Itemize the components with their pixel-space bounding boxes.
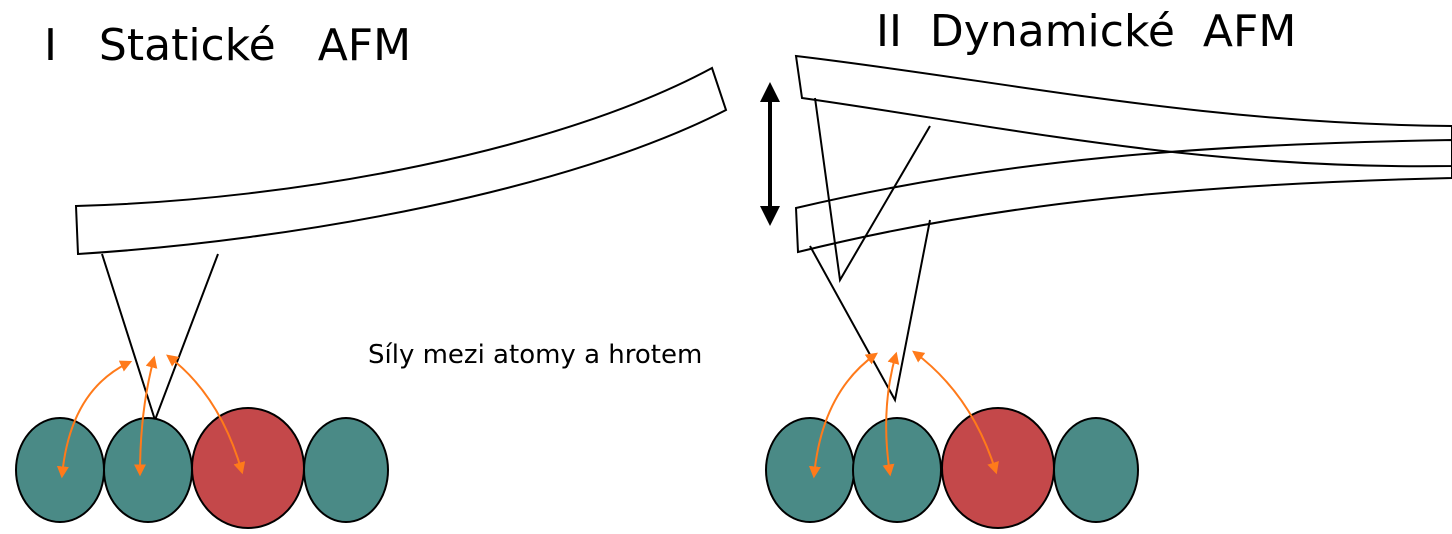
force-arrows-static xyxy=(56,354,246,479)
atom-teal-3 xyxy=(303,417,389,523)
tip-dynamic-upper xyxy=(814,97,931,284)
atom-teal-6 xyxy=(1053,417,1139,523)
atom-teal-4 xyxy=(765,417,855,523)
atom-red-2 xyxy=(941,407,1055,529)
dynamic-afm-group xyxy=(765,54,1452,529)
atom-teal-5 xyxy=(852,417,942,523)
atom-teal-2 xyxy=(103,417,193,523)
static-afm-group xyxy=(15,66,728,529)
cantilever-static xyxy=(74,66,728,256)
force-arrow xyxy=(808,352,878,479)
force-arrow xyxy=(134,355,158,477)
force-arrow xyxy=(912,350,999,475)
atom-red-1 xyxy=(191,407,305,529)
cantilever-dynamic-lower xyxy=(794,138,1452,254)
title-static-afm: I Statické AFM xyxy=(44,20,412,71)
force-arrow xyxy=(166,354,246,475)
caption-forces: Síly mezi atomy a hrotem xyxy=(368,340,703,370)
title-dynamic-afm: II Dynamické AFM xyxy=(876,6,1297,57)
atom-teal-1 xyxy=(15,417,105,523)
tip-dynamic-lower xyxy=(809,219,931,403)
force-arrow xyxy=(882,351,900,477)
tip-static xyxy=(101,253,219,424)
cantilever-dynamic-upper xyxy=(794,54,1452,168)
force-arrow xyxy=(56,360,133,479)
force-arrows-dynamic xyxy=(808,350,999,479)
